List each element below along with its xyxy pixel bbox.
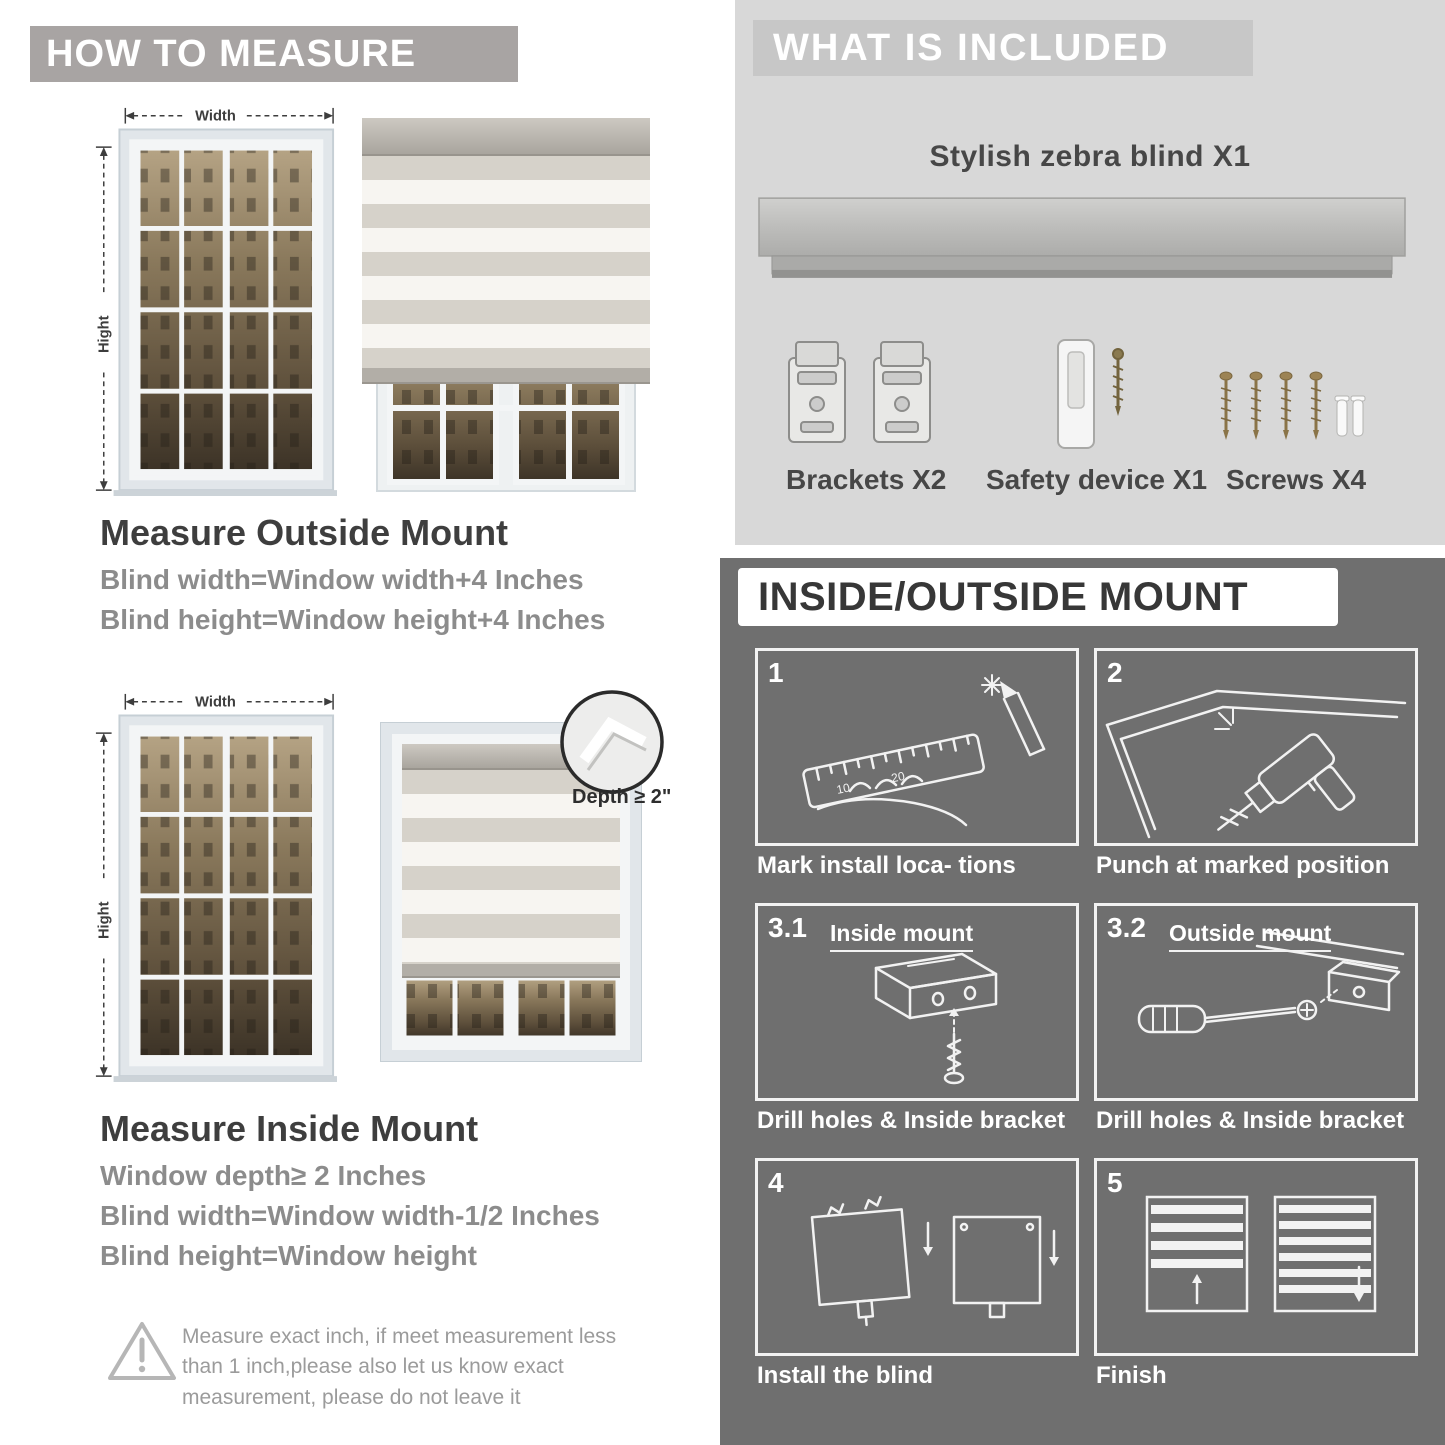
screws-label: Screws X4 [1226, 464, 1367, 495]
window-illustration [113, 128, 337, 496]
warning-triangle-icon [108, 1322, 176, 1380]
height-arrow [95, 146, 112, 491]
step-tile-4: 4 [755, 1158, 1079, 1356]
brackets-icon [788, 341, 931, 443]
depth-label: Depth ≥ 2" [572, 786, 672, 808]
blind-cassette [362, 118, 650, 156]
blind-stripes [362, 156, 650, 368]
measure-note: Measure exact inch, if meet measurement … [182, 1325, 617, 1409]
headrail-illustration [758, 197, 1406, 278]
step-tile-2: 2 [1094, 648, 1418, 846]
zebra-blind-label: Stylish zebra blind X1 [929, 140, 1251, 173]
drill-illustration [1105, 689, 1407, 839]
window-panes-below-blind [402, 978, 620, 1040]
step-caption-3-2: Drill holes & Inside bracket [1096, 1107, 1405, 1134]
step-number: 3.1 [768, 912, 807, 943]
height-label: Hight [97, 315, 113, 353]
window-illustration [113, 714, 337, 1082]
depth-callout-circle [560, 690, 664, 794]
what-is-included-title: WHAT IS INCLUDED [773, 27, 1170, 69]
step-title: Inside mount [830, 920, 974, 952]
outside-width-formula: Blind width=Window width+4 Inches [100, 564, 584, 595]
step-caption-2: Punch at marked position [1096, 852, 1390, 879]
step-number: 3.2 [1107, 912, 1146, 943]
brackets-label: Brackets X2 [786, 464, 947, 495]
step-tile-3-2: 3.2 Outside mount [1094, 903, 1418, 1101]
step-title: Outside mount [1169, 920, 1332, 952]
height-label: Hight [97, 901, 113, 939]
inside-width-formula: Blind width=Window width-1/2 Inches [100, 1200, 600, 1231]
how-to-measure-banner: HOW TO MEASURE [30, 26, 518, 82]
mount-banner: INSIDE/OUTSIDE MOUNT [738, 568, 1338, 626]
svg-text:20: 20 [890, 769, 906, 786]
width-arrow [124, 693, 334, 710]
wall-anchors [1334, 395, 1366, 437]
inside-mount-title: Measure Inside Mount [100, 1108, 479, 1149]
step-tile-1: 10 20 1 [755, 648, 1079, 846]
install-blind-illustration [810, 1195, 1059, 1327]
mount-banner-title: INSIDE/OUTSIDE MOUNT [758, 575, 1249, 619]
width-label: Width [195, 109, 236, 125]
inside-bracket-illustration [874, 952, 998, 1085]
width-arrow [124, 107, 334, 124]
outside-bracket-illustration [1137, 930, 1405, 1034]
outside-height-formula: Blind height=Window height+4 Inches [100, 604, 606, 635]
blind-stripes [402, 770, 620, 964]
step-caption-3-1: Drill holes & Inside bracket [757, 1107, 1066, 1134]
step-number: 4 [768, 1167, 784, 1198]
inside-height-formula: Blind height=Window height [100, 1240, 477, 1271]
step-number: 2 [1107, 657, 1123, 688]
step-caption-4: Install the blind [757, 1362, 934, 1389]
outside-blind-figure [362, 118, 650, 492]
step-tile-3-1: 3.1 Inside mount [755, 903, 1079, 1101]
step-number: 5 [1107, 1167, 1123, 1198]
what-is-included-banner: WHAT IS INCLUDED [753, 20, 1253, 76]
safety-device-label: Safety device X1 [986, 464, 1208, 495]
outside-window-figure: Width Hight [95, 107, 337, 496]
height-arrow [95, 732, 112, 1077]
finish-illustration [1145, 1195, 1377, 1313]
mark-locations-illustration: 10 20 [802, 674, 1046, 827]
blind-bottom-rail [402, 964, 620, 978]
step-caption-1: Mark install loca- tions [757, 852, 1016, 879]
step-tile-5: 5 [1094, 1158, 1418, 1356]
svg-text:10: 10 [835, 780, 851, 797]
screws-icon [1219, 371, 1366, 440]
inside-depth-formula: Window depth≥ 2 Inches [100, 1160, 427, 1191]
blind-bottom-rail [362, 368, 650, 384]
step-number: 1 [768, 657, 784, 688]
how-to-measure-title: HOW TO MEASURE [46, 33, 417, 75]
inside-window-figure: Width Hight [95, 693, 337, 1082]
width-label: Width [195, 695, 236, 711]
inside-blind-figure [380, 722, 642, 1062]
safety-device-icon [1057, 339, 1124, 449]
step-caption-5: Finish [1096, 1362, 1167, 1389]
outside-mount-title: Measure Outside Mount [100, 512, 509, 553]
